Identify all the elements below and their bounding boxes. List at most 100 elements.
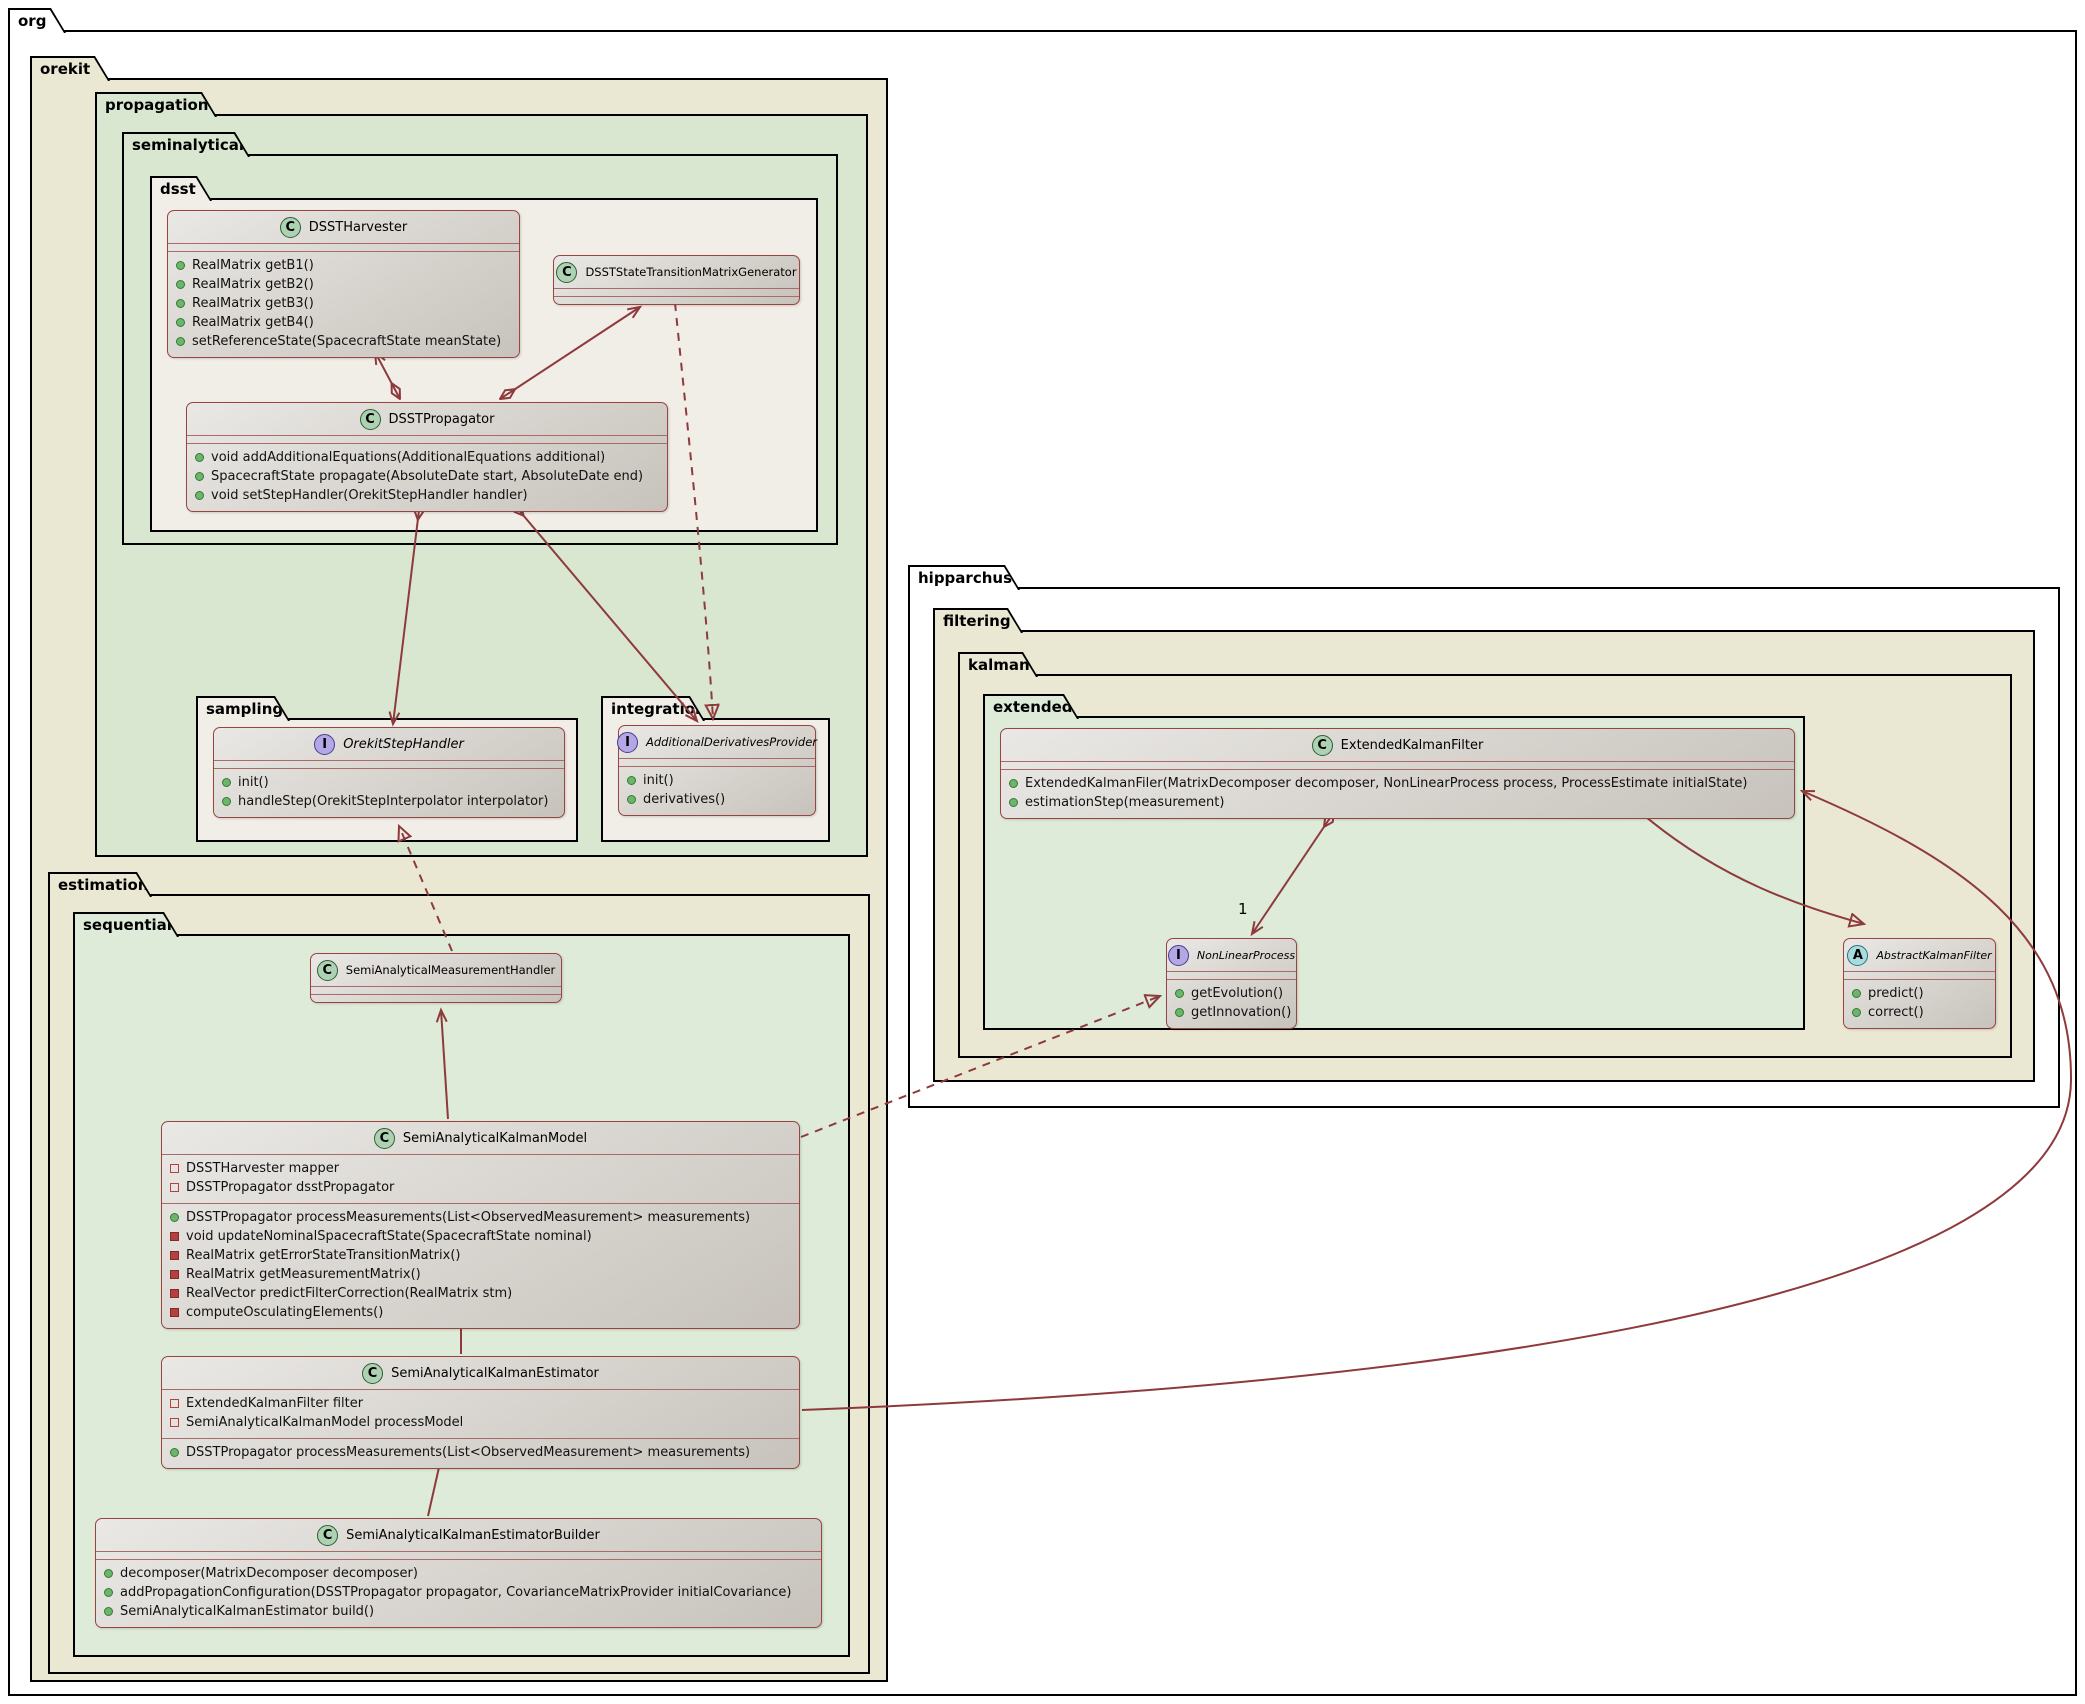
- member-text: RealMatrix getMeasurementMatrix(): [186, 1267, 421, 1282]
- member-text: RealMatrix getErrorStateTransitionMatrix…: [186, 1248, 461, 1263]
- member: addPropagationConfiguration(DSSTPropagat…: [102, 1583, 815, 1602]
- member: derivatives(): [625, 790, 809, 809]
- package-tab-integration: integration: [601, 696, 705, 721]
- member-text: DSSTPropagator processMeasurements(List<…: [186, 1210, 751, 1225]
- member-text: handleStep(OrekitStepInterpolator interp…: [238, 794, 549, 809]
- member-visibility-icon: [170, 1164, 179, 1173]
- member-visibility-icon: [170, 1270, 179, 1279]
- methods-compartment: predict() correct(): [1844, 979, 1995, 1028]
- member-visibility-icon: [195, 491, 204, 500]
- class-stereotype-icon: C: [1311, 734, 1333, 756]
- member-visibility-icon: [1009, 779, 1018, 788]
- member: handleStep(OrekitStepInterpolator interp…: [220, 792, 558, 811]
- interface-stereotype-icon: I: [616, 731, 638, 753]
- fields-compartment: [96, 1551, 821, 1559]
- class-stereotype-icon: C: [359, 408, 381, 430]
- member-text: RealMatrix getB2(): [192, 277, 314, 292]
- member: getEvolution(): [1173, 984, 1290, 1003]
- class-stereotype-icon: C: [362, 1362, 384, 1384]
- class-title: C DSSTStateTransitionMatrixGenerator: [554, 256, 799, 288]
- class-dsst-state-transition-matrix-generator: C DSSTStateTransitionMatrixGenerator: [553, 255, 800, 305]
- class-title: C SemiAnalyticalKalmanEstimatorBuilder: [96, 1519, 821, 1551]
- member-visibility-icon: [176, 299, 185, 308]
- member-visibility-icon: [1852, 1008, 1861, 1017]
- member: RealMatrix getErrorStateTransitionMatrix…: [168, 1246, 793, 1265]
- fields-compartment: [1167, 971, 1296, 979]
- member-visibility-icon: [170, 1251, 179, 1260]
- class-name: SemiAnalyticalKalmanEstimator: [391, 1365, 599, 1381]
- member-visibility-icon: [104, 1588, 113, 1597]
- class-name: ExtendedKalmanFilter: [1340, 737, 1484, 753]
- member-visibility-icon: [170, 1308, 179, 1317]
- member-text: getInnovation(): [1191, 1005, 1292, 1020]
- class-name: NonLinearProcess: [1196, 948, 1296, 962]
- member: void addAdditionalEquations(AdditionalEq…: [193, 448, 661, 467]
- member: DSSTPropagator processMeasurements(List<…: [168, 1443, 793, 1462]
- class-dsst-propagator: C DSSTPropagator void addAdditionalEquat…: [186, 402, 668, 512]
- member: DSSTPropagator processMeasurements(List<…: [168, 1208, 793, 1227]
- member: RealMatrix getB2(): [174, 275, 513, 294]
- class-title: C SemiAnalyticalKalmanModel: [162, 1122, 799, 1154]
- class-name: DSSTHarvester: [308, 219, 408, 235]
- member-visibility-icon: [222, 797, 231, 806]
- class-name: SemiAnalyticalKalmanModel: [402, 1130, 588, 1146]
- member-visibility-icon: [170, 1183, 179, 1192]
- class-name: AbstractKalmanFilter: [1876, 948, 1992, 962]
- member-visibility-icon: [176, 280, 185, 289]
- member: computeOsculatingElements(): [168, 1303, 793, 1322]
- package-tab-propagation: propagation: [95, 92, 217, 117]
- member-text: getEvolution(): [1191, 986, 1284, 1001]
- member-text: predict(): [1868, 986, 1924, 1001]
- class-title: I AdditionalDerivativesProvider: [616, 726, 817, 758]
- member: SemiAnalyticalKalmanModel processModel: [168, 1413, 793, 1432]
- class-name: DSSTStateTransitionMatrixGenerator: [585, 265, 797, 279]
- member-visibility-icon: [170, 1289, 179, 1298]
- member: DSSTHarvester mapper: [168, 1159, 793, 1178]
- member-text: ExtendedKalmanFilter filter: [186, 1396, 364, 1411]
- member: RealMatrix getMeasurementMatrix(): [168, 1265, 793, 1284]
- member-text: void setStepHandler(OrekitStepHandler ha…: [211, 488, 528, 503]
- fields-compartment: [619, 758, 815, 766]
- class-title: A AbstractKalmanFilter: [1844, 939, 1995, 971]
- member-visibility-icon: [1009, 798, 1018, 807]
- class-semi-analytical-kalman-estimator-builder: C SemiAnalyticalKalmanEstimatorBuilder d…: [95, 1518, 822, 1628]
- methods-compartment: DSSTPropagator processMeasurements(List<…: [162, 1203, 799, 1328]
- member-text: RealMatrix getB1(): [192, 258, 314, 273]
- class-semi-analytical-kalman-model: C SemiAnalyticalKalmanModel DSSTHarveste…: [161, 1121, 800, 1329]
- member-visibility-icon: [195, 472, 204, 481]
- member: estimationStep(measurement): [1007, 793, 1788, 812]
- fields-compartment: [554, 288, 799, 296]
- member-visibility-icon: [104, 1607, 113, 1616]
- member-visibility-icon: [104, 1569, 113, 1578]
- interface-non-linear-process: I NonLinearProcess getEvolution() getInn…: [1166, 938, 1297, 1029]
- interface-orekit-step-handler: I OrekitStepHandler init() handleStep(Or…: [213, 727, 565, 818]
- member-visibility-icon: [170, 1448, 179, 1457]
- member: init(): [625, 771, 809, 790]
- member-visibility-icon: [176, 337, 185, 346]
- class-title: C SemiAnalyticalKalmanEstimator: [162, 1357, 799, 1389]
- package-tab-org: org: [8, 8, 66, 33]
- multiplicity-label: 1: [1238, 900, 1248, 918]
- member: correct(): [1850, 1003, 1989, 1022]
- member: void updateNominalSpacecraftState(Spacec…: [168, 1227, 793, 1246]
- member-visibility-icon: [176, 318, 185, 327]
- class-stereotype-icon: C: [373, 1127, 395, 1149]
- package-tab-sampling: sampling: [196, 696, 290, 721]
- methods-compartment: getEvolution() getInnovation(): [1167, 979, 1296, 1028]
- member-text: SemiAnalyticalKalmanModel processModel: [186, 1415, 464, 1430]
- member-text: SemiAnalyticalKalmanEstimator build(): [120, 1604, 375, 1619]
- fields-compartment: DSSTHarvester mapper DSSTPropagator dsst…: [162, 1154, 799, 1203]
- package-tab-filtering: filtering: [933, 608, 1023, 633]
- methods-compartment: [554, 296, 799, 304]
- class-stereotype-icon: C: [279, 216, 301, 238]
- member: ExtendedKalmanFilter filter: [168, 1394, 793, 1413]
- fields-compartment: ExtendedKalmanFilter filter SemiAnalytic…: [162, 1389, 799, 1438]
- methods-compartment: DSSTPropagator processMeasurements(List<…: [162, 1438, 799, 1468]
- class-name: DSSTPropagator: [388, 411, 495, 427]
- class-stereotype-icon: C: [556, 261, 578, 283]
- fields-compartment: [311, 986, 561, 994]
- member-text: init(): [238, 775, 269, 790]
- fields-compartment: [187, 435, 667, 443]
- member-visibility-icon: [222, 778, 231, 787]
